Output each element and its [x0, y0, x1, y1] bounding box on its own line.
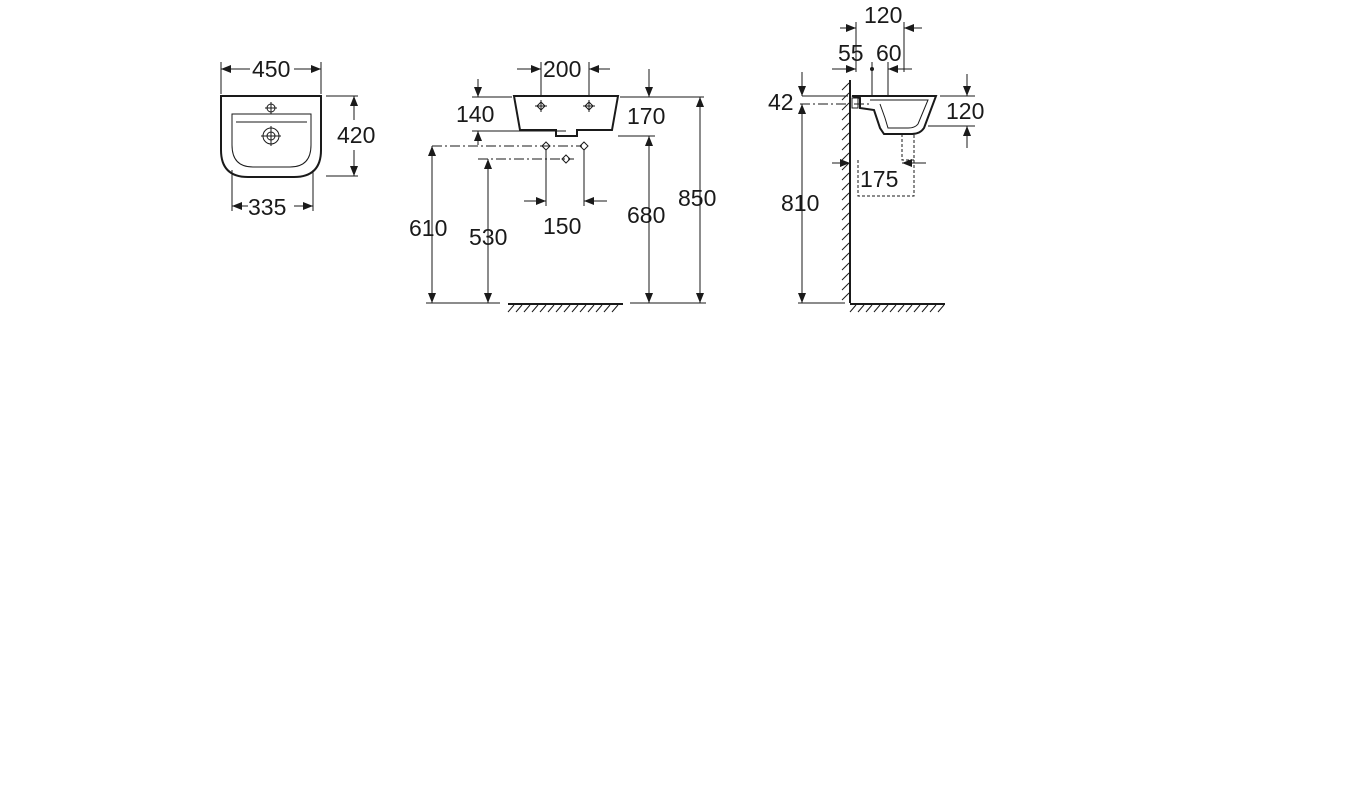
dimension-450: 450: [252, 56, 290, 82]
dimension-420: 420: [337, 122, 375, 148]
waste-outlet-icon: [561, 154, 571, 164]
dimension-42: 42: [768, 89, 794, 115]
dimension-335: 335: [248, 194, 286, 220]
dimension-150: 150: [543, 213, 581, 239]
dimension-850: 850: [678, 185, 716, 211]
dimension-200: 200: [543, 56, 581, 82]
tap-hole-right-icon: [583, 100, 595, 112]
basin-outline: [220, 95, 322, 178]
floor-hatching: [507, 303, 623, 313]
bowl-inner-outline: [231, 113, 312, 168]
basin-front-outline: [512, 95, 620, 137]
side-floor-hatching: [849, 303, 945, 313]
dimension-170: 170: [627, 103, 665, 129]
bracket-icon: [851, 97, 859, 109]
dimension-610: 610: [409, 215, 447, 241]
dimension-810: 810: [781, 190, 819, 216]
tap-hole-left-icon: [535, 100, 547, 112]
waste-hole-icon: [261, 126, 281, 146]
side-view: 120 55 60 42 120 175 810: [768, 2, 984, 313]
dimension-175: 175: [860, 166, 898, 192]
dimension-140: 140: [456, 101, 494, 127]
top-view: 450 420 335: [220, 56, 375, 220]
dimension-55: 55: [838, 40, 864, 66]
front-view: 200 140 170 150 610 530 6: [409, 56, 716, 313]
dimension-530: 530: [469, 224, 507, 250]
dimension-120-right: 120: [946, 98, 984, 124]
tap-hole-icon: [265, 102, 277, 114]
basin-side-profile: [851, 95, 938, 135]
wall-hatching: [841, 80, 851, 303]
dimension-680: 680: [627, 202, 665, 228]
dimension-60: 60: [876, 40, 902, 66]
waste-trap-outline: [901, 134, 915, 161]
dimension-120-top: 120: [864, 2, 902, 28]
